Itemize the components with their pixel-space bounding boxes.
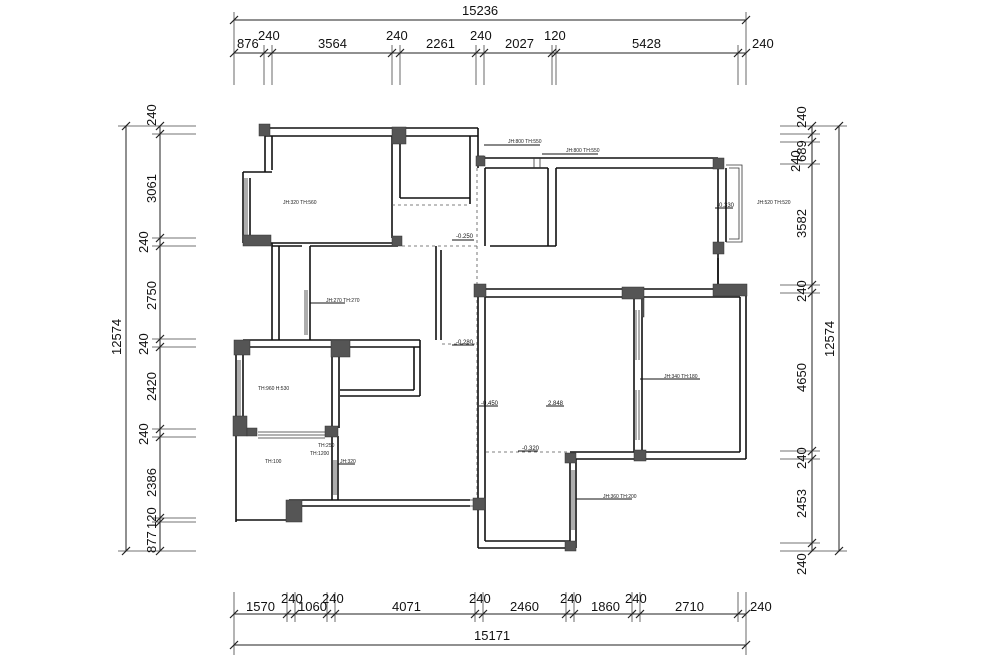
top-seg-4: 240	[386, 28, 408, 43]
top-total-label: 15236	[462, 3, 498, 18]
bottom-seg-9: 1860	[591, 599, 620, 614]
structural-columns	[232, 123, 748, 552]
bottom-seg-3: 1060	[298, 599, 327, 614]
left-total-label: 12574	[109, 319, 124, 355]
right-seg-5: 240	[794, 280, 809, 302]
level-mark-e: -0.320	[522, 446, 540, 452]
left-seg-5: 240	[136, 333, 151, 355]
left-seg-6: 2420	[144, 372, 159, 401]
right-seg-8: 2453	[794, 489, 809, 518]
bottom-seg-5: 4071	[392, 599, 421, 614]
top-seg-6: 240	[470, 28, 492, 43]
bottom-dimensions: 1570 240 1060 240 4071 240 2460 240 1860…	[229, 591, 772, 655]
bottom-seg-8: 240	[560, 591, 582, 606]
walls	[235, 127, 747, 549]
top-seg-10: 240	[752, 36, 774, 51]
level-mark-d: 2.848	[548, 401, 564, 407]
bottom-seg-1: 1570	[246, 599, 275, 614]
left-seg-7: 240	[136, 423, 151, 445]
bottom-total-label: 15171	[474, 628, 510, 643]
room-note-5: JH:270 TH:270	[326, 298, 360, 304]
right-seg-4: 3582	[794, 209, 809, 238]
bottom-seg-10: 240	[625, 591, 647, 606]
left-seg-1: 240	[144, 104, 159, 126]
right-total-label: 12574	[822, 321, 837, 357]
right-seg-7: 240	[794, 447, 809, 469]
room-notes: JH:320 TH:560 JH:800 TH:550 JH:800 TH:55…	[258, 139, 791, 500]
top-seg-2: 240	[258, 28, 280, 43]
room-note-11: JH:320	[340, 459, 356, 465]
room-note-7: JH:340 TH:180	[664, 374, 698, 380]
level-mark-b: -0.280	[456, 340, 474, 346]
left-seg-2: 3061	[144, 174, 159, 203]
room-note-2: JH:800 TH:550	[508, 139, 542, 145]
level-mark-f: -0.330	[717, 203, 735, 209]
bottom-seg-7: 2460	[510, 599, 539, 614]
top-dimensions: 15236 876 240 3564 240 2261 240 2027 120…	[229, 3, 774, 85]
right-seg-2: 240	[788, 150, 803, 172]
right-dimensions: 240 240 689 3582 240 4650 240 2453 240 1…	[780, 106, 847, 575]
top-seg-7: 2027	[505, 36, 534, 51]
room-note-4: JH:520 TH:520	[757, 200, 791, 206]
room-note-3: JH:800 TH:550	[566, 148, 600, 154]
left-seg-10: 877	[144, 531, 159, 553]
room-note-12: JH:360 TH:200	[603, 494, 637, 500]
left-seg-9: 120	[144, 507, 159, 529]
bottom-seg-6: 240	[469, 591, 491, 606]
room-note-10: TH:100	[265, 459, 282, 465]
dashed-boundaries	[392, 168, 568, 505]
bottom-seg-12: 240	[750, 599, 772, 614]
room-note-8: TH:250	[318, 443, 335, 449]
left-seg-8: 2386	[144, 468, 159, 497]
room-note-6: TH:960 H:530	[258, 386, 289, 392]
room-note-1: JH:320 TH:560	[283, 200, 317, 206]
top-seg-8: 120	[544, 28, 566, 43]
level-marks: -0.250 -0.280 -0.450 2.848 -0.320 -0.330	[452, 203, 735, 452]
window-lines	[237, 155, 743, 530]
top-seg-5: 2261	[426, 36, 455, 51]
left-seg-4: 2750	[144, 281, 159, 310]
bottom-seg-2: 240	[281, 591, 303, 606]
right-seg-9: 240	[794, 553, 809, 575]
bottom-seg-4: 240	[322, 591, 344, 606]
top-seg-1: 876	[237, 36, 259, 51]
level-mark-c: -0.450	[481, 401, 499, 407]
room-note-9: TH:1200	[310, 451, 329, 457]
right-seg-3: 689	[794, 140, 809, 162]
bottom-seg-11: 2710	[675, 599, 704, 614]
right-seg-1: 240	[794, 106, 809, 128]
right-seg-6: 4650	[794, 363, 809, 392]
top-seg-9: 5428	[632, 36, 661, 51]
top-seg-3: 3564	[318, 36, 347, 51]
level-mark-a: -0.250	[456, 234, 474, 240]
left-seg-3: 240	[136, 231, 151, 253]
left-dimensions: 12574 240 3061 240 2750 240 2420 240 238…	[109, 104, 196, 556]
